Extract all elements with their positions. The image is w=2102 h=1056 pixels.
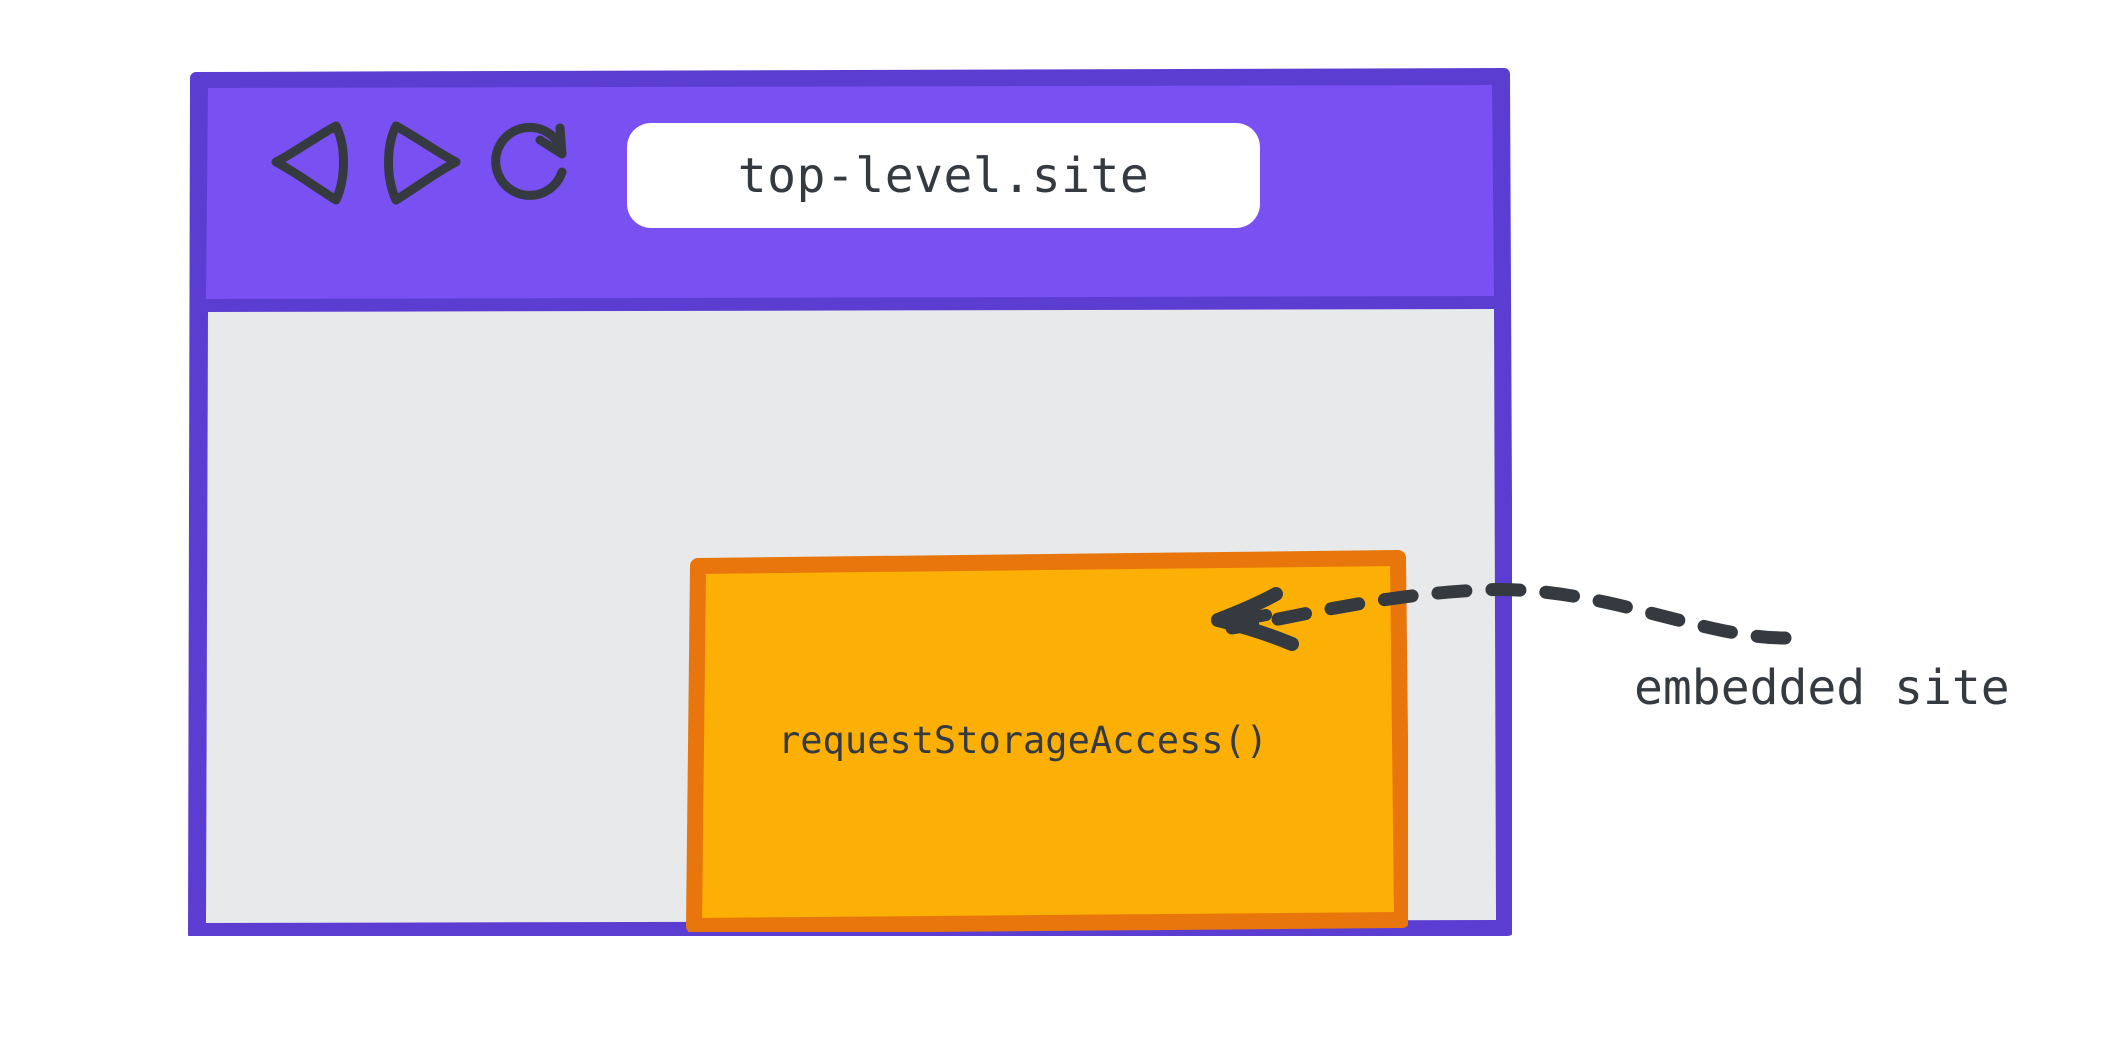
embedded-site-box — [686, 550, 1408, 932]
embedded-site-annotation-label: embedded site — [1634, 660, 2010, 716]
reload-icon[interactable] — [484, 112, 584, 212]
back-icon[interactable] — [266, 116, 358, 208]
embedded-box-outline — [686, 550, 1408, 932]
embedded-site-frame[interactable]: requestStorageAccess() — [686, 548, 1408, 932]
forward-icon[interactable] — [374, 116, 466, 208]
browser-window: top-level.site requestStorageAccess() — [188, 68, 1512, 936]
